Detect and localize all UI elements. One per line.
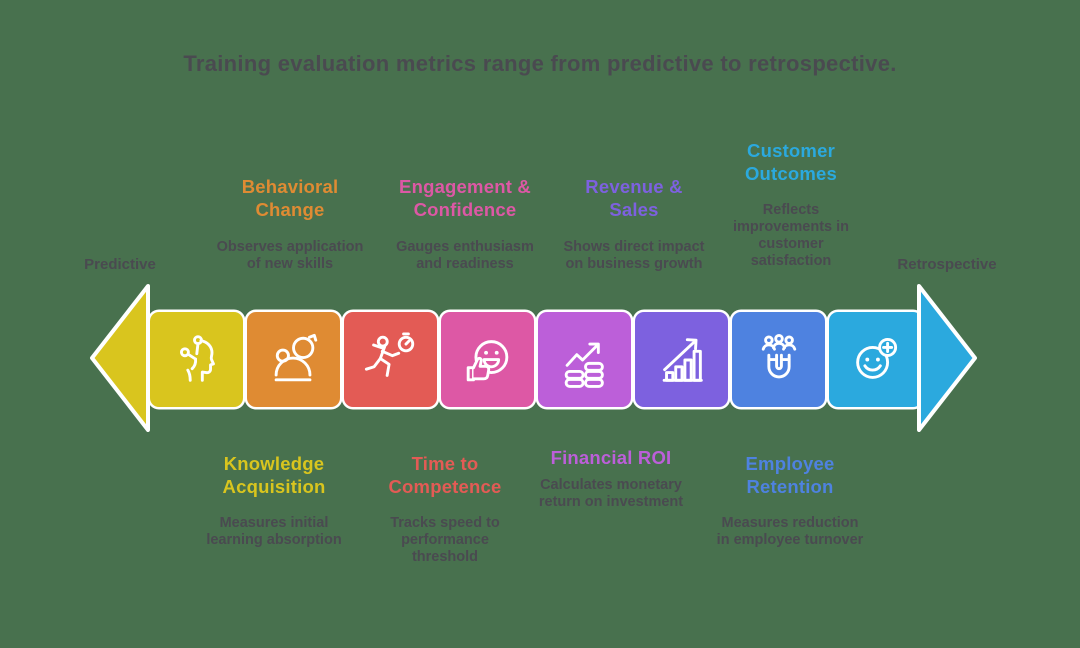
metric-description-behavioral-change: Observes application of new skills [216, 239, 364, 272]
metric-square-employee-retention [732, 312, 825, 407]
smiley-thumbs-up-icon [466, 339, 508, 381]
metric-square-engagement-confidence [441, 312, 534, 407]
page-title: Training evaluation metrics range from p… [183, 51, 897, 76]
runner-stopwatch-icon [364, 331, 414, 377]
metric-heading-employee-retention: Employee Retention [745, 453, 835, 497]
metric-description-financial-roi: Calculates monetary return on investment [538, 477, 684, 510]
head-neurons-icon [179, 334, 215, 382]
metric-heading-engagement-confidence: Engagement & Confidence [399, 176, 531, 220]
magnet-people-icon [761, 333, 796, 378]
metric-heading-customer-outcomes: Customer Outcomes [744, 140, 838, 184]
smiley-plus-icon [855, 337, 897, 379]
metric-square-behavioral-change [247, 312, 340, 407]
retrospective-label: Retrospective [897, 256, 997, 273]
left-arrowhead [90, 284, 150, 432]
metric-square-financial-roi [538, 312, 631, 407]
metric-heading-revenue-sales: Revenue & Sales [585, 176, 683, 220]
metric-heading-financial-roi: Financial ROI [550, 447, 672, 468]
metric-description-customer-outcomes: Reflects improvements in customer satisf… [732, 202, 850, 269]
metric-square-customer-outcomes [829, 312, 922, 407]
person-ball-icon [274, 333, 317, 381]
coins-growth-arrow-icon [564, 342, 604, 388]
metric-description-time-to-competence: Tracks speed to performance threshold [390, 515, 500, 565]
metric-heading-behavioral-change: Behavioral Change [241, 176, 339, 220]
metric-heading-time-to-competence: Time to Competence [388, 453, 502, 497]
metric-description-employee-retention: Measures reduction in employee turnover [716, 515, 864, 548]
right-arrowhead [917, 284, 977, 432]
metric-heading-knowledge-acquisition: Knowledge Acquisition [222, 453, 326, 497]
metric-description-knowledge-acquisition: Measures initial learning absorption [206, 515, 342, 548]
metric-square-time-to-competence [344, 312, 437, 407]
metric-square-knowledge-acquisition [150, 312, 243, 407]
predictive-label: Predictive [84, 256, 156, 273]
metric-description-revenue-sales: Shows direct impact on business growth [563, 239, 705, 272]
metric-description-engagement-confidence: Gauges enthusiasm and readiness [396, 239, 534, 272]
bar-chart-arrow-icon [662, 337, 703, 382]
metric-square-revenue-sales [635, 312, 728, 407]
